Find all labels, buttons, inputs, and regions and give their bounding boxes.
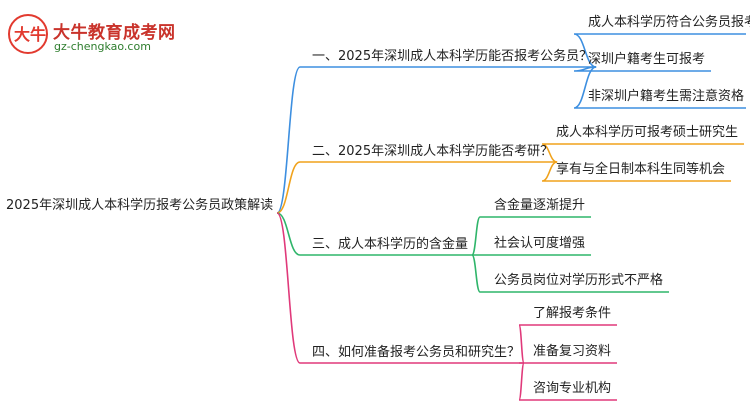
branch-3-connector [276, 212, 473, 256]
branch-2-label: 二、2025年深圳成人本科学历能否考研？ [312, 144, 554, 159]
branch-2-child-2: 享有与全日制本科生同等机会 [556, 162, 726, 177]
site-logo[interactable]: 大牛 大牛教育成考网 gz-chengkao.com [8, 12, 188, 58]
branch-3-label: 三、成人本科学历的含金量 [312, 237, 469, 252]
branch-3-child-2: 社会认可度增强 [494, 236, 586, 251]
branch-1-child-3-connector [573, 66, 746, 109]
logo-url: gz-chengkao.com [54, 40, 151, 53]
branch-1-child-1-connector [573, 33, 746, 68]
branch-1-child-1: 成人本科学历符合公务员报考要求 [588, 15, 750, 30]
branch-1-child-2-connector [573, 66, 712, 72]
branch-1-child-2: 深圳户籍考生可报考 [588, 52, 706, 67]
root-node: 2025年深圳成人本科学历报考公务员政策解读 [6, 198, 274, 213]
branch-3-child-3-connector [471, 254, 670, 293]
branch-1-connector [276, 66, 597, 214]
branch-3-child-1-connector [471, 216, 592, 256]
branch-2-child-1: 成人本科学历可报考硕士研究生 [556, 125, 739, 140]
logo-title: 大牛教育成考网 [53, 23, 176, 43]
branch-1-child-3: 非深圳户籍考生需注意资格 [588, 89, 745, 104]
branch-2-connector [276, 161, 558, 214]
branch-4-connector [276, 212, 525, 364]
branch-3-child-1: 含金量逐渐提升 [494, 198, 586, 213]
branch-4-child-3: 咨询专业机构 [533, 381, 612, 396]
branch-2-child-1-connector [541, 143, 745, 163]
branch-4-child-1-connector [518, 324, 618, 364]
branch-4-child-3-connector [518, 362, 618, 401]
logo-glyph: 大牛 [14, 25, 47, 44]
branch-4-child-2: 准备复习资料 [533, 344, 612, 359]
logo-emblem-icon: 大牛 [8, 14, 48, 54]
branch-1-label: 一、2025年深圳成人本科学历能否报考公务员？ [312, 49, 593, 64]
branch-2-child-2-connector [541, 161, 732, 182]
branch-4-child-1: 了解报考条件 [533, 306, 612, 321]
branch-3-child-3: 公务员岗位对学历形式不严格 [494, 273, 664, 288]
branch-4-label: 四、如何准备报考公务员和研究生？ [312, 345, 521, 360]
